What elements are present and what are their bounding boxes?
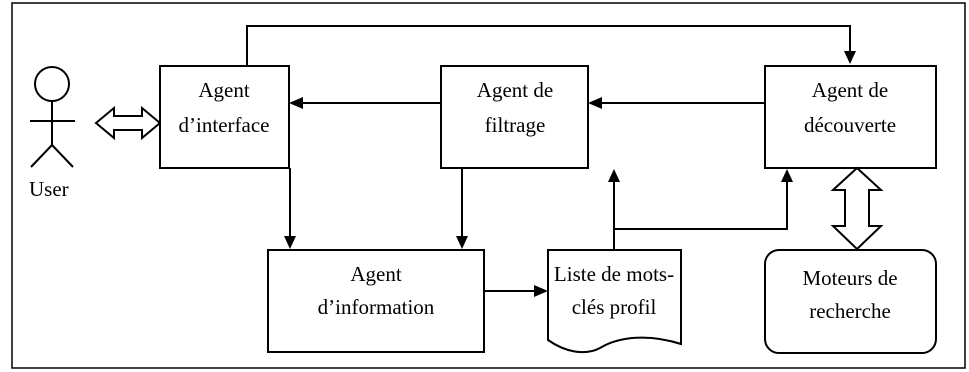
information-to-liste-arrowhead xyxy=(534,285,548,297)
filtrage-to-interface-arrowhead xyxy=(289,97,303,109)
liste-line2: clés profil xyxy=(572,295,657,319)
liste-to-filtrage-arrowhead xyxy=(608,169,620,182)
agent-interface-line2: d’interface xyxy=(179,113,270,137)
user-label: User xyxy=(29,177,69,201)
liste-line1: Liste de mots- xyxy=(554,262,674,286)
liste-to-decouverte-connector xyxy=(613,182,788,250)
agent-filtrage-box xyxy=(440,65,589,169)
moteurs-line2: recherche xyxy=(809,299,891,323)
moteurs-recherche-box xyxy=(764,249,937,354)
agent-decouverte-line1: Agent de xyxy=(812,78,888,102)
agent-filtrage-line2: filtrage xyxy=(485,113,546,137)
liste-to-decouverte-arrowhead xyxy=(781,169,793,182)
agent-interface-line1: Agent xyxy=(198,78,249,102)
user-actor-icon xyxy=(30,66,75,168)
interface-to-decouverte-connector xyxy=(246,25,851,66)
liste-mots-cles-document xyxy=(547,249,682,354)
agent-information-line1: Agent xyxy=(350,262,401,286)
decouverte-to-filtrage-arrowhead xyxy=(588,97,602,109)
agent-interface-box xyxy=(159,65,290,169)
agent-decouverte-line2: découverte xyxy=(804,113,896,137)
interface-to-information-arrowhead xyxy=(284,236,296,249)
filtrage-to-information-arrowhead xyxy=(456,236,468,249)
agent-information-box xyxy=(267,249,485,353)
agent-information-line2: d’information xyxy=(318,295,435,319)
decouverte-moteurs-double-arrow xyxy=(830,166,884,251)
interface-to-decouverte-arrowhead xyxy=(844,51,856,64)
moteurs-line1: Moteurs de xyxy=(802,266,897,290)
agent-decouverte-box xyxy=(764,65,937,169)
agent-filtrage-line1: Agent de xyxy=(477,78,553,102)
